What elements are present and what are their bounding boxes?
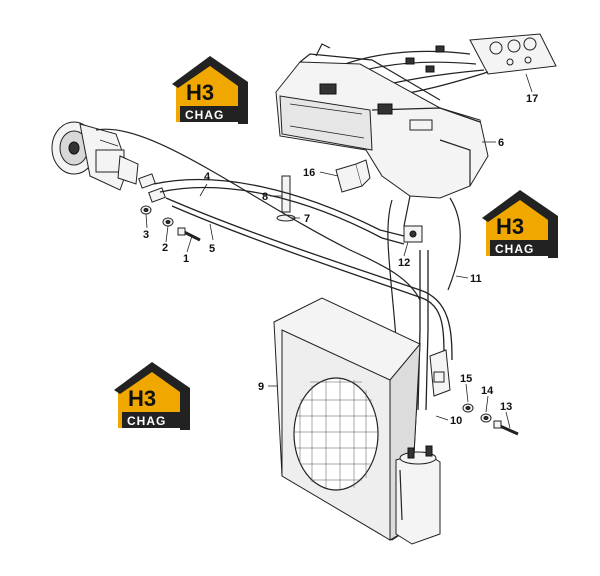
callout-3: 3 — [143, 229, 149, 241]
logo-top-text: H3 — [128, 386, 156, 411]
compressor-fasteners — [140, 205, 201, 242]
logo-bottom-text: CHAG — [185, 108, 224, 122]
receiver-drier — [395, 445, 441, 545]
fitting-valve — [403, 225, 423, 243]
compressor — [51, 121, 139, 191]
logo-roof-shape — [482, 190, 558, 258]
logo-roof-shape — [172, 56, 248, 124]
condenser-bracket — [429, 349, 451, 397]
callout-8: 8 — [262, 191, 268, 203]
callout-14: 14 — [481, 385, 494, 397]
callout-15: 15 — [460, 373, 472, 385]
evaporator-unit — [275, 53, 489, 239]
callout-labels: 1 2 3 4 5 6 7 8 9 10 11 12 13 14 15 16 1… — [143, 93, 538, 427]
condenser — [273, 297, 421, 541]
callout-7: 7 — [304, 213, 310, 225]
callout-16: 16 — [303, 167, 315, 179]
thermostat-switch — [335, 159, 371, 193]
logo-top-text: H3 — [496, 214, 524, 239]
callout-17: 17 — [526, 93, 538, 105]
callout-12: 12 — [398, 257, 410, 269]
control-panel — [469, 33, 557, 75]
leader-lines — [145, 73, 533, 429]
mount-post — [276, 175, 296, 222]
logo-label-bg — [490, 240, 548, 256]
fan-grille-icon — [293, 377, 379, 491]
callout-11: 11 — [470, 273, 482, 285]
logo-bottom-text: CHAG — [495, 242, 534, 256]
logo-roof-shape — [114, 362, 190, 430]
fan-grille-mesh — [294, 378, 378, 490]
hose-fittings — [138, 173, 166, 203]
brand-logo: H3 CHAG — [172, 56, 248, 124]
logo-top-text: H3 — [186, 80, 214, 105]
callout-2: 2 — [162, 242, 168, 254]
callout-5: 5 — [209, 243, 215, 255]
brand-logo: H3 CHAG — [114, 362, 190, 430]
condenser-fasteners — [462, 403, 519, 436]
callout-10: 10 — [450, 415, 462, 427]
brand-logo: H3 CHAG — [482, 190, 558, 258]
callout-6: 6 — [498, 137, 504, 149]
logo-bottom-text: CHAG — [127, 414, 166, 428]
logo-label-bg — [180, 106, 238, 122]
logo-label-bg — [122, 412, 180, 428]
callout-9: 9 — [258, 381, 264, 393]
callout-13: 13 — [500, 401, 512, 413]
callout-1: 1 — [183, 253, 189, 265]
callout-4: 4 — [204, 171, 211, 183]
